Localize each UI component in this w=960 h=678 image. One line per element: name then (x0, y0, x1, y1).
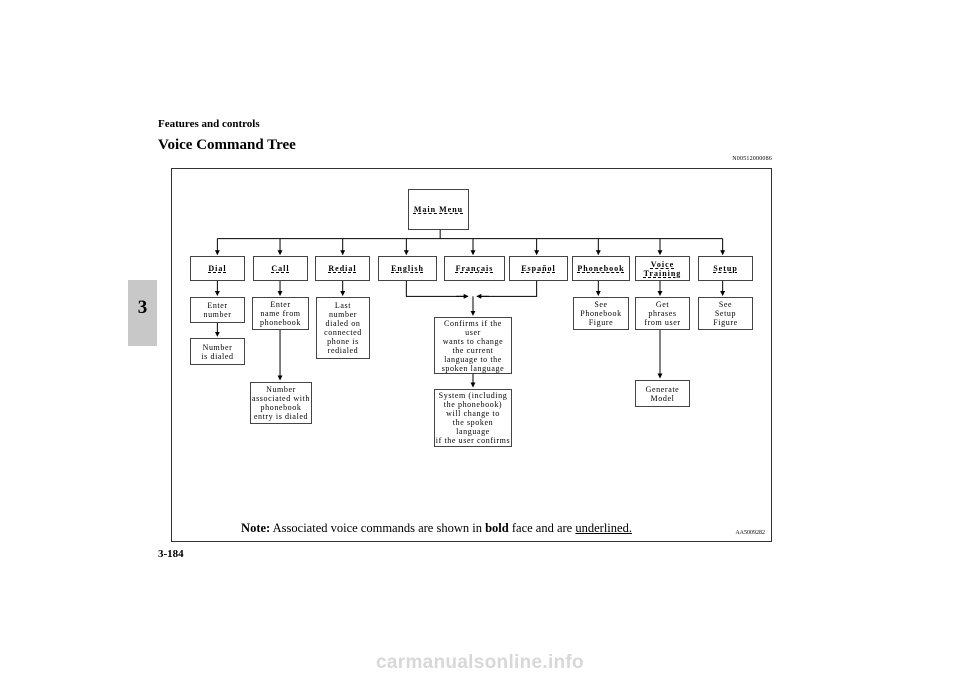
enter-name-node: Enter name from phonebook (252, 297, 309, 330)
francais-command-node: Français (444, 256, 505, 281)
confirm-language-node: Confirms if the user wants to change the… (434, 317, 512, 374)
page-number: 3-184 (158, 548, 184, 560)
dial-command-node: Dial (190, 256, 245, 281)
phonebook-command-node: Phonebook (572, 256, 630, 281)
voice-command-tree-diagram: Main Menu Dial Call Redial English Franç… (171, 168, 772, 542)
number-associated-node: Number associated with phonebook entry i… (250, 382, 312, 424)
document-code: N00512000086 (732, 156, 772, 162)
voice-training-command-node: Voice Training (635, 256, 690, 281)
note-label: Note: (241, 521, 271, 535)
call-command-node: Call (253, 256, 308, 281)
note-bold-word: bold (485, 521, 509, 535)
main-menu-node: Main Menu (408, 189, 469, 230)
english-command-node: English (378, 256, 437, 281)
enter-number-node: Enter number (190, 297, 245, 323)
figure-code: AA5009282 (735, 530, 765, 536)
see-phonebook-figure-node: See Phonebook Figure (573, 297, 629, 330)
chapter-number: 3 (137, 297, 148, 318)
site-watermark: carmanualsonline.info (376, 652, 584, 673)
espanol-command-node: Español (509, 256, 568, 281)
generate-model-node: Generate Model (635, 380, 690, 407)
see-setup-figure-node: See Setup Figure (698, 297, 753, 330)
system-change-node: System (including the phonebook) will ch… (434, 389, 512, 447)
section-header: Features and controls (158, 118, 260, 130)
get-phrases-node: Get phrases from user (635, 297, 690, 330)
number-dialed-node: Number is dialed (190, 338, 245, 365)
page-title: Voice Command Tree (158, 137, 296, 153)
connector-lines (214, 229, 726, 388)
diagram-note: Note: Associated voice commands are show… (172, 521, 771, 536)
note-text-middle: face and are (511, 521, 573, 535)
chapter-tab: 3 (128, 280, 157, 346)
note-text-before: Associated voice commands are shown in (272, 521, 482, 535)
redial-command-node: Redial (315, 256, 370, 281)
setup-command-node: Setup (698, 256, 753, 281)
note-underlined-word: underlined. (575, 521, 632, 535)
last-number-node: Last number dialed on connected phone is… (316, 297, 370, 359)
